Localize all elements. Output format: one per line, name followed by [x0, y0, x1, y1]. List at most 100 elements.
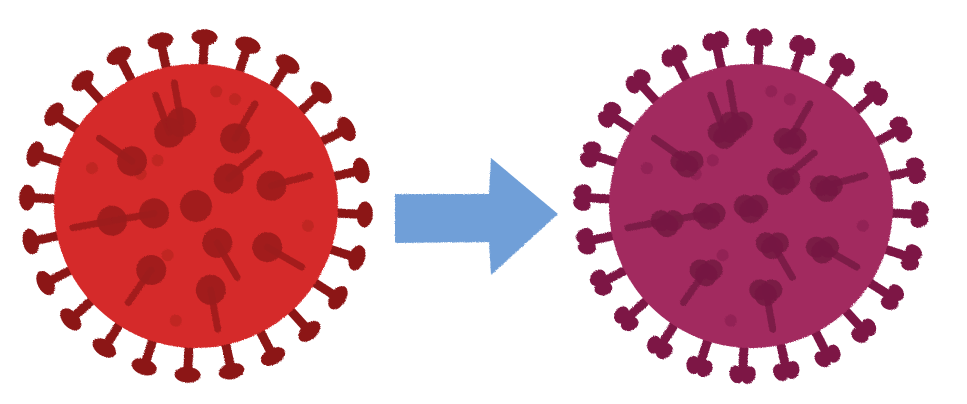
virus-spike-lobe [702, 33, 717, 52]
virus-spike-head [348, 245, 366, 271]
virus-spike-lobe [785, 360, 800, 379]
virus-spike-head [147, 32, 174, 50]
virus-spike-lobe [801, 37, 816, 56]
virus-spike-head [92, 338, 117, 358]
virus-spike-lobe [729, 365, 744, 384]
virus-spike-lobe [909, 168, 926, 184]
virus-faint-spot [210, 85, 223, 98]
virus-faint-spot [856, 219, 869, 232]
virus-spot [180, 190, 212, 222]
virus-faint-spot [161, 249, 174, 262]
arrow-right-icon [395, 158, 558, 275]
virus-spike-lobe [697, 360, 713, 377]
virus-spike-head [337, 116, 356, 142]
virus-spike-lobe [758, 28, 773, 47]
virus-spike-head [106, 46, 132, 65]
arrow-shape [395, 158, 558, 275]
virus-spike-lobe [576, 228, 593, 244]
virus-faint-spot [783, 93, 796, 106]
virus-spot-lobe [754, 283, 778, 307]
virus-spike-head [218, 362, 245, 380]
virus-spot [166, 107, 197, 138]
red-virus-spikes [19, 29, 373, 383]
virus-spike-lobe [578, 240, 597, 255]
virus-spot [220, 123, 251, 154]
virus-spike-lobe [661, 49, 676, 68]
virus-spike-lobe [746, 28, 761, 46]
virus-spot-lobe [724, 115, 748, 139]
virus-spot [195, 274, 226, 305]
virus-faint-spot [85, 162, 98, 175]
virus-spike-lobe [686, 356, 701, 375]
virus-spike-lobe [861, 318, 877, 337]
purple-virus-spots [624, 79, 869, 333]
virus-spike-head [44, 102, 64, 127]
virus-spot-lobe [815, 179, 838, 203]
virus-faint-spot [301, 219, 314, 232]
virus-spot [139, 198, 170, 229]
virus-faint-spot [716, 249, 729, 262]
virus-spike-lobe [741, 366, 756, 384]
virus-spot-lobe [761, 236, 784, 260]
virus-spike-lobe [625, 75, 641, 94]
virus-faint-spot [706, 154, 719, 167]
virus-faint-spot [151, 154, 164, 167]
virus-spike-head [19, 184, 36, 211]
virus-spot [256, 170, 287, 201]
virus-spike-lobe [573, 196, 591, 211]
virus-spike-lobe [789, 35, 805, 52]
virus-spike-lobe [911, 201, 929, 216]
virus-spike-head [310, 81, 332, 104]
virus-spike-lobe [773, 364, 789, 381]
virus-faint-spot [765, 85, 778, 98]
virus-faint-spot [689, 168, 702, 181]
virus-faint-spot [134, 168, 147, 181]
virus-faint-spot [169, 314, 182, 327]
virus-spike-lobe [888, 284, 904, 301]
virus-spike-lobe [620, 316, 639, 332]
virus-spike-lobe [829, 53, 846, 69]
virus-faint-spot [640, 162, 653, 175]
virus-spike-lobe [905, 157, 924, 172]
virus-spot-lobe [778, 132, 802, 155]
virus-spot [252, 232, 283, 263]
virus-spike-lobe [656, 343, 673, 359]
virus-spike-lobe [573, 184, 592, 199]
virus-spike-head [260, 347, 286, 366]
virus-spot [213, 163, 244, 194]
virus-spike-head [356, 201, 373, 228]
virus-spot-lobe [739, 199, 763, 223]
virus-spike-lobe [594, 281, 613, 296]
virus-spot [136, 254, 167, 285]
virus-spike-lobe [901, 256, 920, 271]
virus-spike-head [352, 157, 370, 184]
virus-spike-head [174, 366, 201, 383]
virus-spike-head [71, 70, 94, 92]
virus-spot-lobe [694, 263, 718, 287]
virus-spike-head [275, 54, 300, 74]
virus-spike-lobe [905, 244, 922, 260]
virus-spike-head [191, 29, 218, 46]
virus-spike-head [328, 285, 348, 310]
virus-spike-head [235, 36, 261, 54]
virus-spot-lobe [772, 172, 795, 195]
virus-spike-lobe [910, 213, 929, 228]
virus-spike-head [22, 228, 40, 255]
virus-spike-lobe [863, 80, 882, 96]
virus-spike-lobe [580, 152, 597, 168]
virus-spike-lobe [582, 141, 601, 156]
virus-faint-spot [228, 93, 241, 106]
virus-spike-lobe [889, 116, 908, 131]
red-virus-spots [69, 79, 314, 333]
virus-spike-lobe [598, 111, 614, 128]
virus-spike-head [26, 141, 44, 167]
virus-spot [202, 227, 233, 258]
purple-virus-icon [573, 28, 929, 384]
virus-spike-lobe [826, 344, 841, 363]
virus-spike-head [131, 358, 157, 376]
virus-faint-spot [724, 314, 737, 327]
virus-spike-head [36, 270, 55, 296]
virus-spike-head [60, 308, 82, 331]
